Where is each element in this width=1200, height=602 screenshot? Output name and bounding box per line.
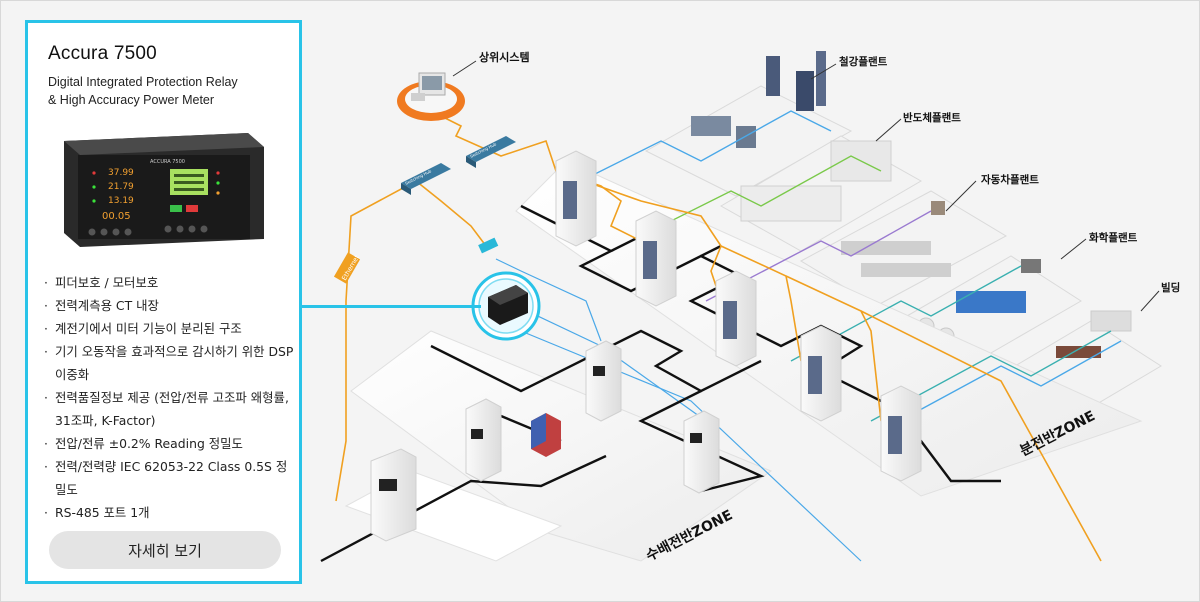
product-subtitle-line1: Digital Integrated Protection Relay bbox=[48, 75, 238, 89]
device-reading-2: 21.79 bbox=[108, 182, 134, 192]
feature-item: 전력계측용 CT 내장 bbox=[44, 294, 296, 317]
product-device-image: ACCURA 7500 37.99 21.79 13.19 00.05 bbox=[64, 133, 264, 247]
card-connector-line bbox=[299, 305, 481, 308]
feature-item: 피더보호 / 모터보호 bbox=[44, 271, 296, 294]
steel-plant-label: 철강플랜트 bbox=[839, 55, 888, 68]
product-card: Accura 7500 Digital Integrated Protectio… bbox=[25, 20, 302, 584]
receiving-panels bbox=[370, 340, 720, 542]
semiconductor-plant-label: 반도체플랜트 bbox=[903, 111, 961, 124]
device-reading-1: 37.99 bbox=[108, 168, 134, 178]
switch-hub-1: Switching Hub bbox=[401, 163, 451, 195]
feature-item: 기기 오동작을 효과적으로 감시하기 위한 DSP 이중화 bbox=[44, 340, 296, 386]
distribution-panels bbox=[555, 150, 922, 482]
feature-item: 전압/전류 ±0.2% Reading 정밀도 bbox=[44, 432, 296, 455]
feature-list: 피더보호 / 모터보호 전력계측용 CT 내장 계전기에서 미터 기능이 분리된… bbox=[44, 271, 296, 524]
auto-plant-label: 자동차플랜트 bbox=[981, 173, 1039, 186]
device-brand: ACCURA 7500 bbox=[150, 159, 185, 165]
plant-callouts bbox=[810, 63, 1160, 312]
chemical-plant-label: 화학플랜트 bbox=[1089, 231, 1138, 244]
upper-system-label: 상위시스템 bbox=[479, 50, 530, 64]
product-subtitle-line2: & High Accuracy Power Meter bbox=[48, 93, 215, 107]
feature-item: 전력/전력량 IEC 62053-22 Class 0.5S 정밀도 bbox=[44, 455, 296, 501]
feature-item: 계전기에서 미터 기능이 분리된 구조 bbox=[44, 317, 296, 340]
switch-hub-2: Switching Hub bbox=[466, 136, 516, 168]
device-reading-4: 00.05 bbox=[102, 211, 131, 222]
feature-item: RS-485 포트 1개 bbox=[44, 501, 296, 524]
plant-links bbox=[560, 110, 1122, 432]
building-label: 빌딩 bbox=[1161, 281, 1180, 294]
ethernet-label: Ethernet bbox=[333, 252, 361, 284]
feature-item: 전력품질정보 제공 (전압/전류 고조파 왜형률, 31조파, K-Factor… bbox=[44, 386, 296, 432]
upper-system-workstation bbox=[397, 60, 477, 121]
ethernet-lines bbox=[335, 110, 1102, 562]
device-reading-3: 13.19 bbox=[108, 196, 134, 206]
converter-module bbox=[478, 237, 499, 254]
product-title: Accura 7500 bbox=[48, 43, 157, 64]
product-subtitle: Digital Integrated Protection Relay & Hi… bbox=[48, 73, 288, 109]
view-details-button[interactable]: 자세히 보기 bbox=[49, 531, 281, 569]
highlighted-device bbox=[471, 271, 541, 341]
